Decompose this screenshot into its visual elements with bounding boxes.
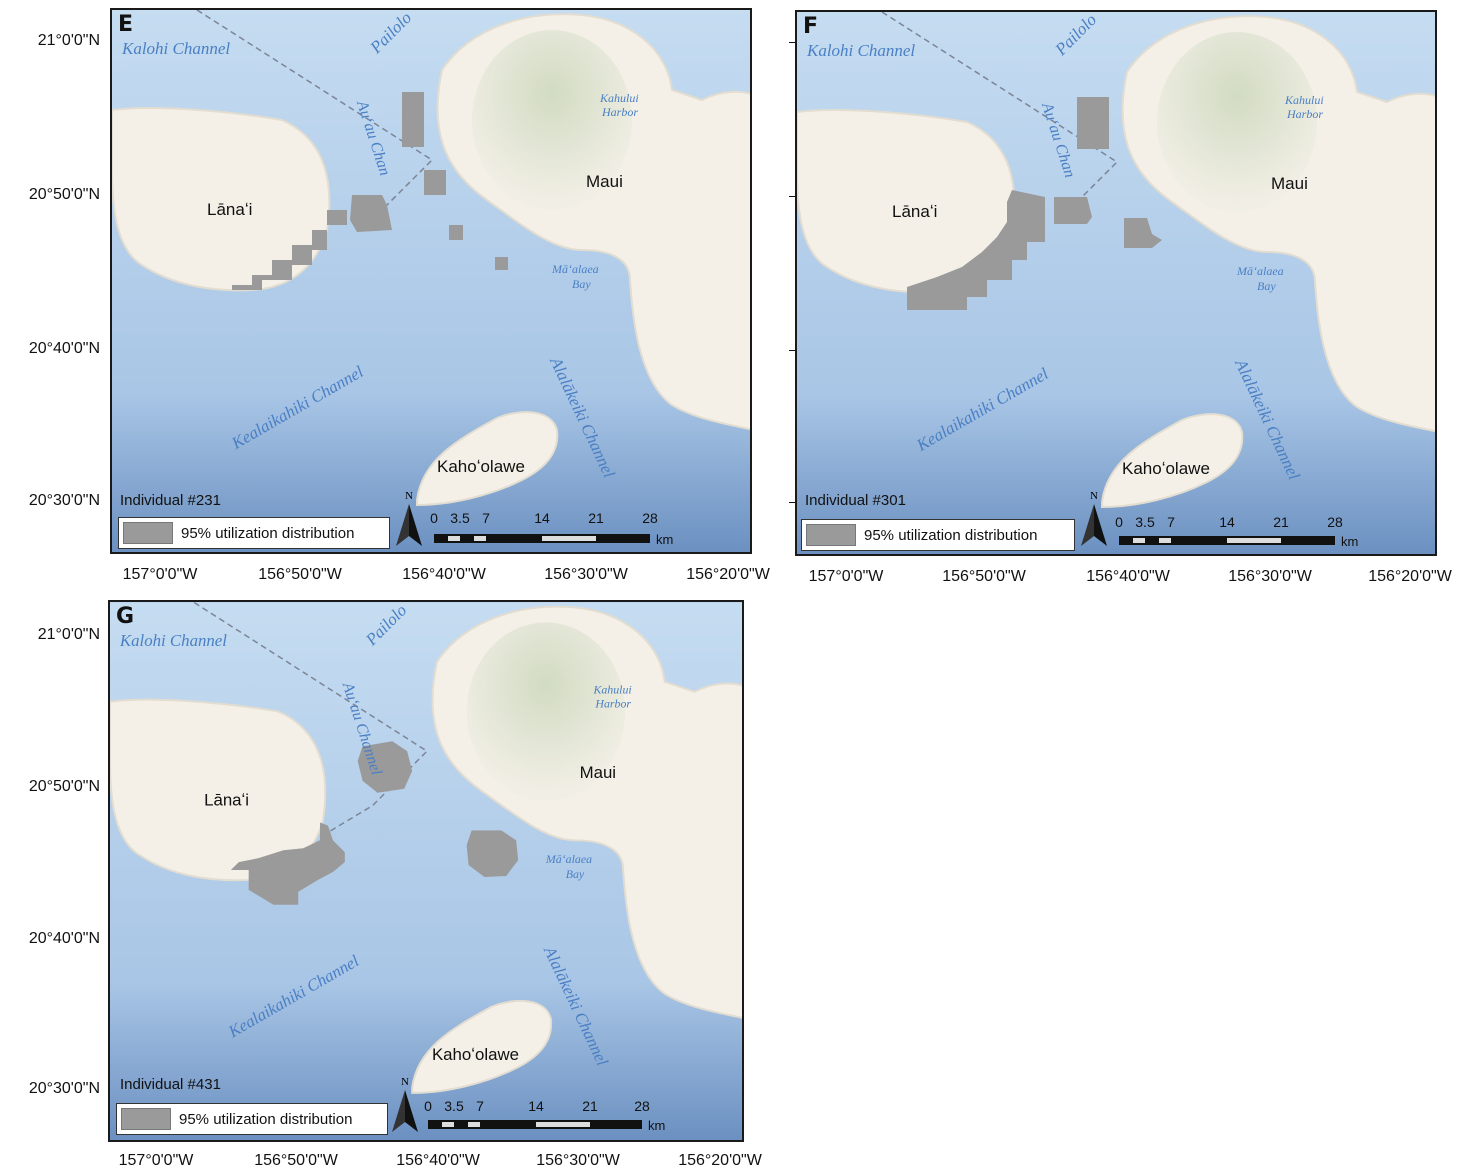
svg-text:Maui: Maui	[1271, 174, 1308, 193]
panel-label: F	[803, 14, 819, 39]
map-panel-e: Kalohi Channel Pailolo Auʻau Chan Kahulu…	[0, 0, 790, 590]
lat-label: 20°40'0"N	[28, 340, 100, 357]
svg-text:Kahului: Kahului	[599, 91, 639, 105]
legend-box: 95% utilization distribution	[116, 1103, 388, 1135]
svg-text:Kahoʻolawe: Kahoʻolawe	[1122, 459, 1210, 478]
lon-label: 156°50'0"W	[942, 568, 1026, 585]
lat-label: 20°40'0"N	[28, 930, 100, 947]
basemap-f: Kalohi Channel Pailolo Auʻau Chan Kahulu…	[797, 12, 1435, 554]
lon-label: 156°40'0"W	[396, 1152, 480, 1169]
lon-label: 156°20'0"W	[1368, 568, 1452, 585]
svg-text:Kalohi Channel: Kalohi Channel	[806, 41, 915, 60]
lon-label: 157°0'0"W	[122, 566, 198, 583]
lon-label: 157°0'0"W	[118, 1152, 194, 1169]
lon-label: 157°0'0"W	[808, 568, 884, 585]
north-arrow-icon: N	[1081, 490, 1107, 546]
legend-label: 95% utilization distribution	[181, 525, 355, 542]
svg-text:Kahului: Kahului	[1284, 93, 1324, 107]
map-frame-f: Kalohi Channel Pailolo Auʻau Chan Kahulu…	[795, 10, 1437, 556]
svg-text:Māʻalaea: Māʻalaea	[551, 262, 599, 276]
svg-text:Māʻalaea: Māʻalaea	[545, 852, 592, 866]
svg-text:Kalohi Channel: Kalohi Channel	[119, 631, 227, 650]
svg-text:N: N	[1090, 490, 1098, 502]
scale-bar: 0 3.5 7 14 21 28 km	[1115, 514, 1359, 549]
legend-label: 95% utilization distribution	[864, 527, 1038, 544]
svg-text:Harbor: Harbor	[601, 105, 638, 119]
kahoolawe-island	[416, 411, 559, 507]
lon-label: 156°50'0"W	[258, 566, 342, 583]
map-panel-f: Kalohi Channel Pailolo Auʻau Chan Kahulu…	[789, 10, 1452, 585]
lat-label: 21°0'0"N	[37, 32, 100, 49]
map-frame-g: Kalohi Channel Pailolo Auʻau Channel Kah…	[108, 600, 744, 1142]
north-arrow-icon: N	[392, 1076, 418, 1132]
individual-label: Individual #431	[120, 1076, 221, 1093]
svg-text:Bay: Bay	[566, 867, 585, 881]
svg-text:Bay: Bay	[1257, 279, 1276, 293]
north-arrow-icon: N	[396, 490, 422, 546]
legend-box: 95% utilization distribution	[118, 517, 390, 549]
lon-label: 156°40'0"W	[1086, 568, 1170, 585]
svg-text:N: N	[405, 490, 413, 502]
svg-text:Lānaʻi: Lānaʻi	[892, 202, 937, 221]
lon-label: 156°20'0"W	[686, 566, 770, 583]
kalohi-channel-label: Kalohi Channel	[121, 39, 230, 58]
lon-label: 156°20'0"W	[678, 1152, 762, 1169]
individual-label: Individual #231	[120, 492, 221, 509]
basemap-g: Kalohi Channel Pailolo Auʻau Channel Kah…	[110, 602, 742, 1140]
panel-label: E	[118, 12, 134, 37]
svg-text:Kahoʻolawe: Kahoʻolawe	[437, 457, 525, 476]
lon-label: 156°30'0"W	[536, 1152, 620, 1169]
svg-text:Bay: Bay	[572, 277, 591, 291]
legend-swatch	[123, 522, 173, 544]
legend-box: 95% utilization distribution	[801, 519, 1075, 551]
uda-polygons-f	[907, 97, 1162, 310]
svg-text:Lānaʻi: Lānaʻi	[207, 200, 252, 219]
basemap-e: Kalohi Channel Pailolo Auʻau Chan Kahulu…	[112, 10, 750, 552]
svg-text:Maui: Maui	[580, 763, 616, 782]
uda-polygons-g	[230, 741, 519, 905]
scale-bar: 0 3.5 7 14 21 28 km	[424, 1098, 666, 1133]
legend-swatch	[121, 1108, 171, 1130]
lat-label: 20°50'0"N	[28, 186, 100, 203]
svg-text:Maui: Maui	[586, 172, 623, 191]
svg-text:Māʻalaea: Māʻalaea	[1236, 264, 1284, 278]
lat-label: 20°30'0"N	[28, 492, 100, 509]
svg-text:Harbor: Harbor	[1286, 107, 1323, 121]
legend-label: 95% utilization distribution	[179, 1111, 353, 1128]
svg-text:N: N	[401, 1076, 409, 1088]
lon-label: 156°40'0"W	[402, 566, 486, 583]
uda-polygons-e	[232, 92, 508, 290]
map-panel-g: Kalohi Channel Pailolo Auʻau Channel Kah…	[0, 590, 790, 1174]
lon-label: 156°30'0"W	[544, 566, 628, 583]
map-frame-e: Kalohi Channel Pailolo Auʻau Chan Kahulu…	[110, 8, 752, 554]
svg-text:Harbor: Harbor	[594, 697, 631, 711]
individual-label: Individual #301	[805, 492, 906, 509]
lat-label: 20°30'0"N	[28, 1080, 100, 1097]
lat-label: 20°50'0"N	[28, 778, 100, 795]
lon-label: 156°30'0"W	[1228, 568, 1312, 585]
lon-label: 156°50'0"W	[254, 1152, 338, 1169]
lat-label: 21°0'0"N	[37, 626, 100, 643]
svg-text:Lānaʻi: Lānaʻi	[204, 791, 249, 810]
scale-bar: 0 3.5 7 14 21 28 km	[430, 510, 674, 547]
svg-text:Kahului: Kahului	[592, 683, 631, 697]
svg-text:Kahoʻolawe: Kahoʻolawe	[432, 1045, 519, 1064]
legend-swatch	[806, 524, 856, 546]
panel-label: G	[116, 604, 135, 629]
